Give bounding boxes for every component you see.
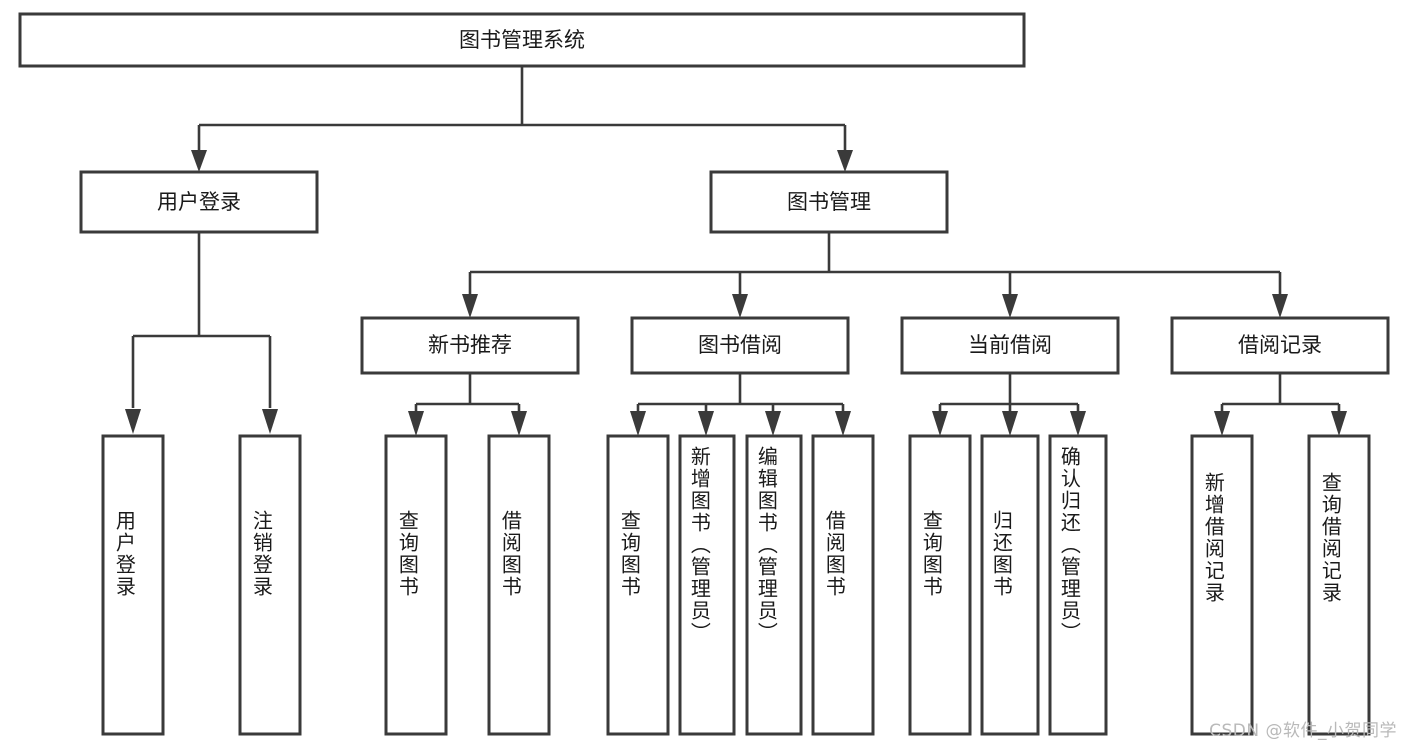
arrow-down-icon (732, 294, 748, 318)
node-new-book-recommend[interactable]: 新书推荐 (360, 316, 580, 375)
node-book-management[interactable]: 图书管理 (709, 170, 949, 234)
node-borrow-record[interactable]: 借阅记录 (1170, 316, 1390, 375)
connector-group-borrowrecord-to-leaves (1214, 373, 1347, 436)
arrow-down-icon (765, 411, 781, 436)
arrow-down-icon (1214, 411, 1230, 436)
arrow-down-icon (1331, 411, 1347, 436)
node-book-borrow-box[interactable] (630, 316, 850, 375)
arrow-down-icon (262, 409, 278, 434)
arrow-down-icon (1002, 294, 1018, 318)
leaf-box-current-borrow-1[interactable] (980, 434, 1040, 736)
connector-group-bookborrow-to-leaves (630, 373, 851, 436)
connector-group-userlogin-to-leaves (125, 232, 278, 434)
arrow-down-icon (462, 294, 478, 318)
node-user-login-label: 用户登录 (157, 190, 241, 214)
arrow-down-icon (837, 150, 853, 172)
node-root[interactable]: 图书管理系统 (18, 12, 1026, 68)
arrow-down-icon (932, 411, 948, 436)
leaf-box-user-login-0[interactable] (101, 434, 165, 736)
arrow-down-icon (1002, 411, 1018, 436)
node-new-book-recommend-label: 新书推荐 (428, 333, 512, 357)
node-current-borrow-label: 当前借阅 (968, 333, 1052, 357)
connector-group-bookmgmt-to-level3 (462, 232, 1288, 318)
node-current-borrow-box[interactable] (900, 316, 1120, 375)
node-new-book-recommend-box[interactable] (360, 316, 580, 375)
node-borrow-record-label: 借阅记录 (1238, 333, 1322, 357)
leaf-box-book-borrow-0[interactable] (606, 434, 670, 736)
arrow-down-icon (1070, 411, 1086, 436)
leaf-box-new-book-0[interactable] (384, 434, 448, 736)
node-user-login-box[interactable] (79, 170, 319, 234)
node-root-box[interactable] (18, 12, 1026, 68)
watermark-label: CSDN @软件_小贺同学 (1209, 721, 1397, 741)
leaf-box-borrow-record-0[interactable] (1190, 434, 1254, 736)
leaf-box-current-borrow-2[interactable] (1048, 434, 1108, 736)
connector-group-newbook-to-leaves (408, 373, 527, 436)
node-root-label: 图书管理系统 (459, 28, 585, 52)
arrow-down-icon (698, 411, 714, 436)
arrow-down-icon (191, 150, 207, 172)
leaf-box-borrow-record-1[interactable] (1307, 434, 1371, 736)
arrow-down-icon (630, 411, 646, 436)
connector-group-root-to-level2 (191, 66, 853, 172)
node-user-login[interactable]: 用户登录 (79, 170, 319, 234)
leaf-box-current-borrow-0[interactable] (908, 434, 972, 736)
leaf-box-book-borrow-3[interactable] (811, 434, 875, 736)
connector-group-currentborrow-to-leaves (932, 373, 1086, 436)
arrow-down-icon (511, 411, 527, 436)
node-book-management-label: 图书管理 (787, 190, 871, 214)
node-borrow-record-box[interactable] (1170, 316, 1390, 375)
leaf-box-user-login-1[interactable] (238, 434, 302, 736)
leaf-box-book-borrow-1[interactable] (678, 434, 736, 736)
leaf-box-new-book-1[interactable] (487, 434, 551, 736)
node-book-management-box[interactable] (709, 170, 949, 234)
node-current-borrow[interactable]: 当前借阅 (900, 316, 1120, 375)
node-book-borrow-label: 图书借阅 (698, 333, 782, 357)
node-book-borrow[interactable]: 图书借阅 (630, 316, 850, 375)
leaf-box-book-borrow-2[interactable] (745, 434, 803, 736)
arrow-down-icon (1272, 294, 1288, 318)
arrow-down-icon (125, 409, 141, 434)
arrow-down-icon (408, 411, 424, 436)
arrow-down-icon (835, 411, 851, 436)
